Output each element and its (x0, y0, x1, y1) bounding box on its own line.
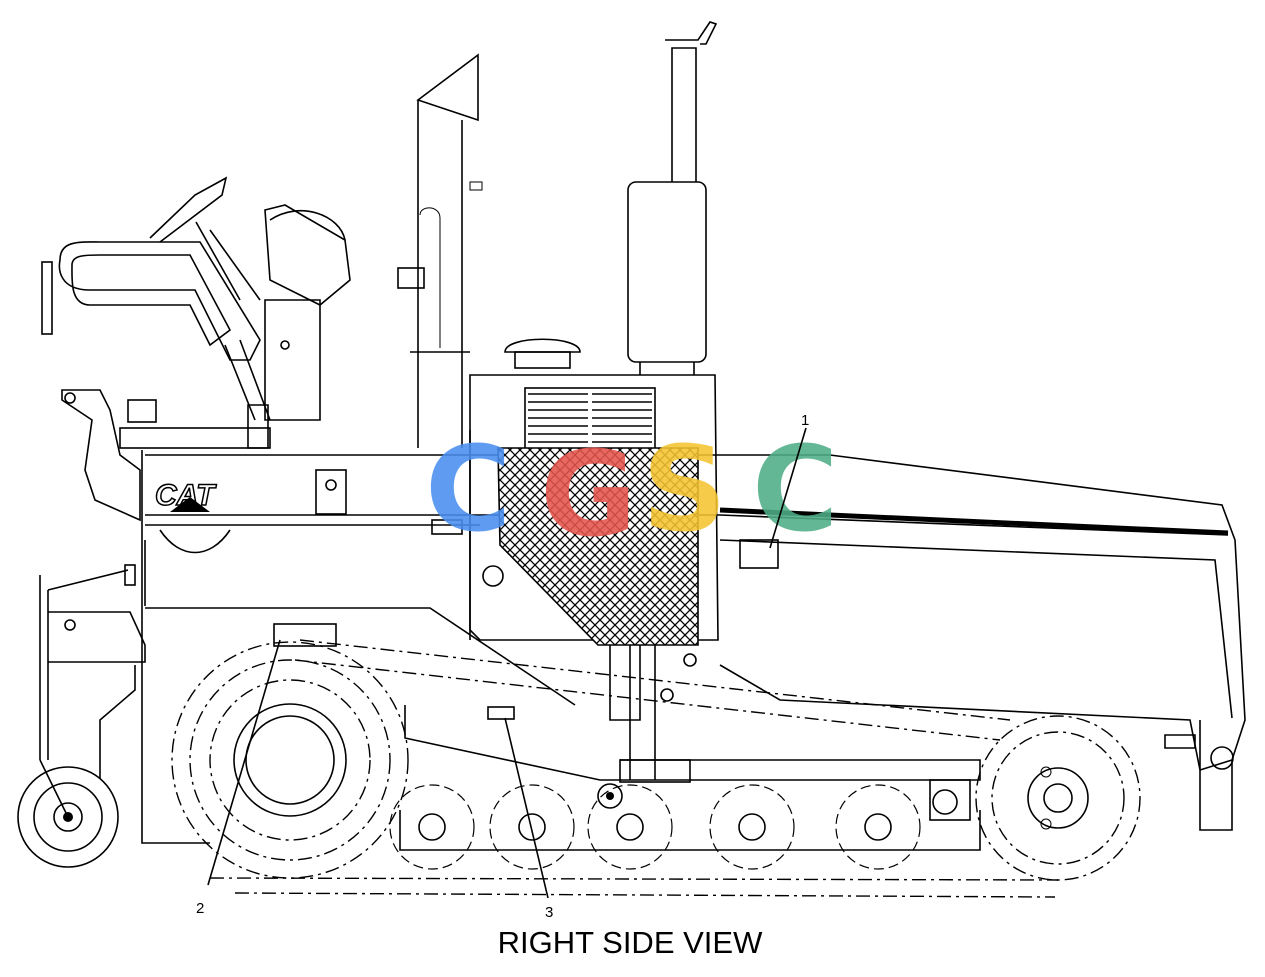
callout-3: 3 (504, 717, 553, 921)
watermark-letter-s: S (642, 420, 727, 558)
plate-location-2 (273, 623, 337, 647)
view-title: RIGHT SIDE VIEW (498, 925, 763, 960)
muffler-exhaust (504, 21, 718, 375)
callout-number-1: 1 (801, 412, 809, 429)
engine-compartment (469, 374, 719, 783)
watermark-letter-c1: C (425, 420, 512, 558)
callout-1: 1 (769, 412, 809, 549)
watermark-letter-g: G (540, 425, 637, 563)
operator-station (41, 176, 351, 522)
track-rollers (389, 784, 921, 870)
leader-line-3 (504, 717, 549, 899)
cgsc-watermark: C G S C (425, 420, 839, 563)
track-undercarriage (171, 639, 1141, 898)
cat-logo: CAT (154, 478, 218, 513)
rear-end-details (1164, 720, 1234, 831)
callout-number-3: 3 (545, 904, 553, 921)
leader-line-1 (769, 427, 807, 549)
canopy-mast (397, 53, 483, 448)
watermark-letter-c2: C (752, 420, 839, 558)
callout-2: 2 (196, 639, 281, 917)
callout-number-2: 2 (196, 900, 204, 917)
air-cleaner-cap (504, 338, 581, 369)
front-push-roller (17, 564, 146, 868)
leader-line-2 (207, 639, 281, 886)
